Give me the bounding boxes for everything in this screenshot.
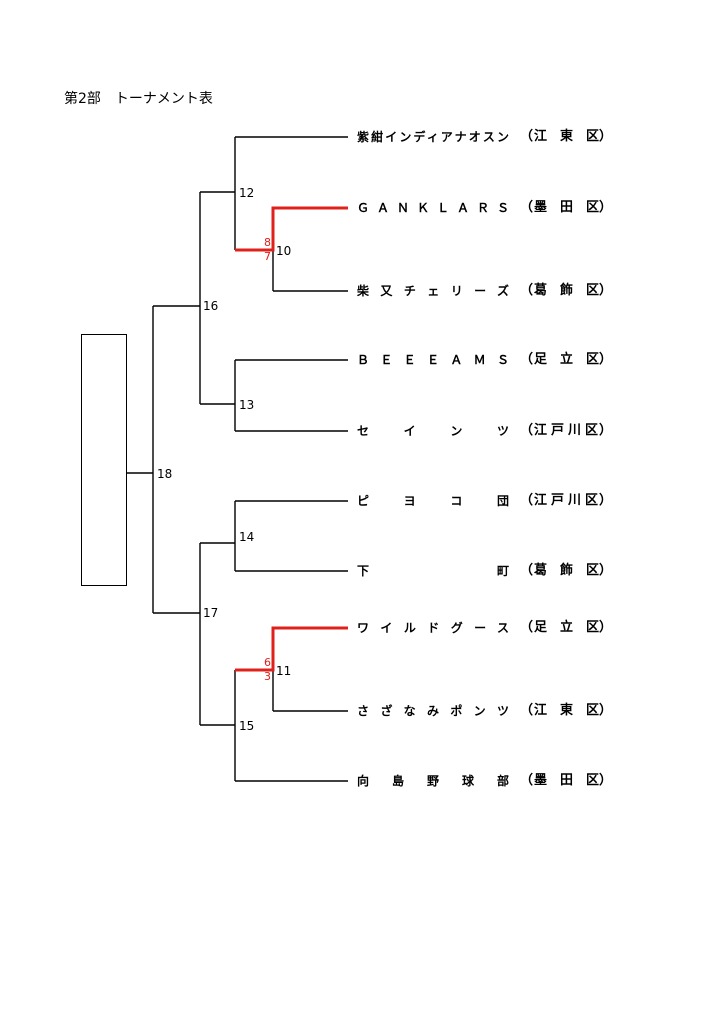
team-region: （足 立 区）: [520, 352, 612, 367]
team-name: 柴又チェリーズ: [357, 284, 509, 298]
bracket-line-game18: [127, 305, 200, 614]
team-region: （葛 飾 区）: [520, 283, 612, 298]
score-game10-bottom: 7: [264, 250, 271, 263]
team-name: 向島野球部: [357, 774, 509, 788]
team-name: ワイルドグース: [357, 621, 509, 635]
champion-box: [81, 334, 127, 586]
team-name: 紫紺インディアナオスン: [357, 130, 509, 144]
team-name: 下町: [357, 564, 509, 578]
team-name: さざなみポンツ: [357, 704, 509, 718]
bracket-line-game16: [199, 191, 235, 405]
winner-line-game11: [235, 626, 348, 672]
game-number-16: 16: [203, 299, 219, 313]
team-name: ＧＡＮＫＬＡＲＳ: [357, 201, 509, 215]
bracket-line-game12: [234, 136, 348, 250]
team-region: （江 東 区）: [520, 129, 612, 144]
game-number-10: 10: [276, 244, 292, 258]
team-region: （足 立 区）: [520, 620, 612, 635]
game-number-12: 12: [239, 186, 255, 200]
game-number-18: 18: [157, 467, 173, 481]
team-name: ピヨコ団: [357, 494, 509, 508]
game-number-17: 17: [203, 606, 219, 620]
score-game11-bottom: 3: [264, 670, 271, 683]
score-game10-top: 8: [264, 236, 271, 249]
team-region: （江戸川区）: [520, 493, 612, 508]
team-name: セインツ: [357, 424, 509, 438]
team-region: （葛 飾 区）: [520, 563, 612, 578]
team-name: ＢＥＥＥＡＭＳ: [357, 353, 509, 367]
score-game11-top: 6: [264, 656, 271, 669]
page-title: 第2部 トーナメント表: [64, 91, 213, 107]
game-number-13: 13: [239, 398, 255, 412]
winner-line-game10: [235, 206, 348, 252]
team-region: （江戸川区）: [520, 423, 612, 438]
bracket-line-game17: [199, 542, 235, 726]
team-region: （墨 田 区）: [520, 773, 612, 788]
bracket-line-game13: [234, 359, 348, 432]
game-number-15: 15: [239, 719, 255, 733]
game-number-14: 14: [239, 530, 255, 544]
team-region: （江 東 区）: [520, 703, 612, 718]
bracket-line-game14: [234, 500, 348, 572]
team-region: （墨 田 区）: [520, 200, 612, 215]
game-number-11: 11: [276, 664, 292, 678]
